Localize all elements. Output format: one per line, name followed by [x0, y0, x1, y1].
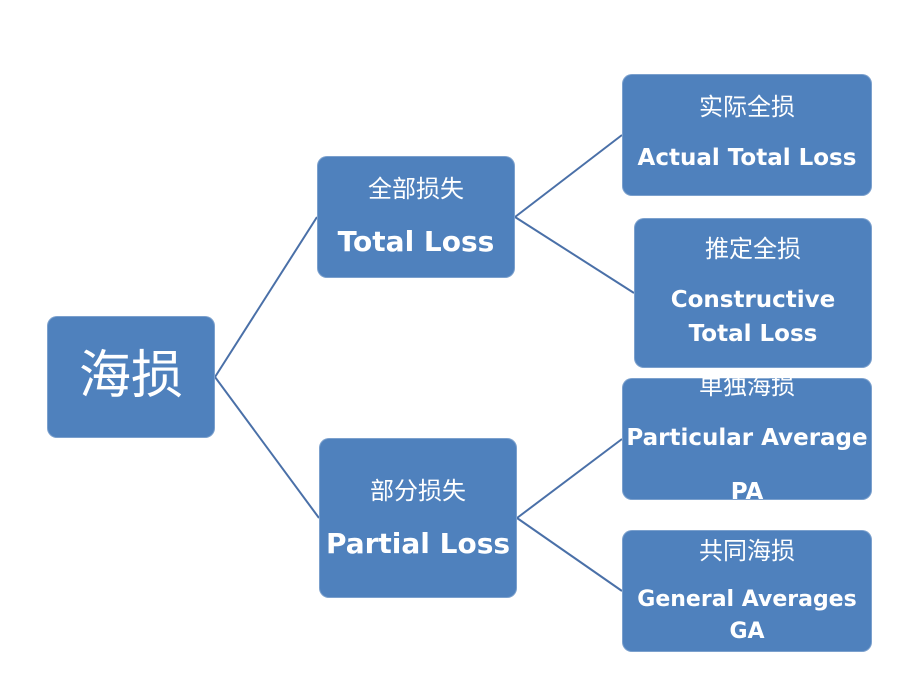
particular-average-label-en: Particular Average: [626, 425, 868, 451]
partial-loss-label-zh: 部分损失: [370, 477, 466, 505]
general-averages-label-en: General Averages: [637, 587, 857, 612]
connector-partial-particular: [516, 438, 623, 519]
connector-total-actual: [514, 134, 623, 218]
node-constructive-total-loss: 推定全损 Constructive Total Loss: [634, 218, 872, 368]
constructive-total-loss-label-en-line1: Constructive: [670, 287, 836, 313]
connector-root-partial: [214, 376, 320, 519]
particular-average-abbr: PA: [730, 479, 764, 505]
constructive-total-loss-label-zh: 推定全损: [705, 235, 801, 263]
general-averages-label-zh: 共同海损: [699, 537, 795, 565]
node-general-average-root: 海损: [47, 316, 215, 438]
connector-root-total: [214, 216, 318, 378]
connector-total-constructive: [514, 216, 635, 294]
constructive-total-loss-label-en-line2: Total Loss: [688, 321, 818, 347]
particular-average-label-zh: 单独海损: [699, 372, 795, 400]
partial-loss-label-en: Partial Loss: [325, 527, 511, 560]
node-partial-loss: 部分损失 Partial Loss: [319, 438, 517, 598]
node-general-averages: 共同海损 General Averages GA: [622, 530, 872, 652]
node-total-loss: 全部损失 Total Loss: [317, 156, 515, 278]
node-actual-total-loss: 实际全损 Actual Total Loss: [622, 74, 872, 196]
node-particular-average: 单独海损 Particular Average PA: [622, 372, 872, 505]
root-label: 海损: [78, 346, 183, 406]
total-loss-label-zh: 全部损失: [368, 175, 464, 203]
general-averages-abbr: GA: [729, 619, 765, 644]
actual-total-loss-label-zh: 实际全损: [699, 93, 795, 121]
total-loss-label-en: Total Loss: [337, 225, 495, 258]
actual-total-loss-label-en: Actual Total Loss: [637, 145, 857, 171]
connector-partial-general: [516, 517, 623, 592]
